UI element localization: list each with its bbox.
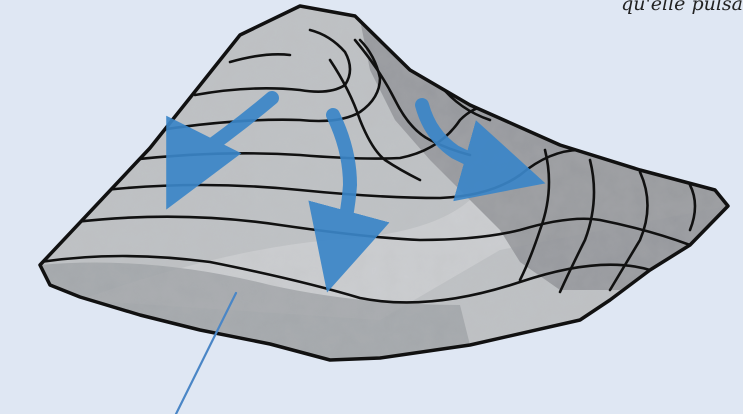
contour-line (228, 53, 292, 64)
contour-line (40, 254, 652, 304)
contour-line (328, 58, 422, 182)
contour-line (608, 170, 649, 292)
contour-line (193, 28, 352, 97)
contour-line (73, 215, 692, 247)
flow-arrow-icon (415, 98, 546, 202)
caption-text: qu'elle pulsa (621, 0, 743, 15)
contour-line (688, 183, 697, 232)
flow-arrows (166, 91, 546, 293)
contour-line (558, 158, 596, 294)
terrain-outline (38, 4, 730, 362)
contour-line (518, 148, 551, 282)
flow-arrow-icon (166, 91, 279, 210)
flow-arrow-icon (308, 108, 390, 293)
pointer-line-icon (174, 291, 238, 414)
